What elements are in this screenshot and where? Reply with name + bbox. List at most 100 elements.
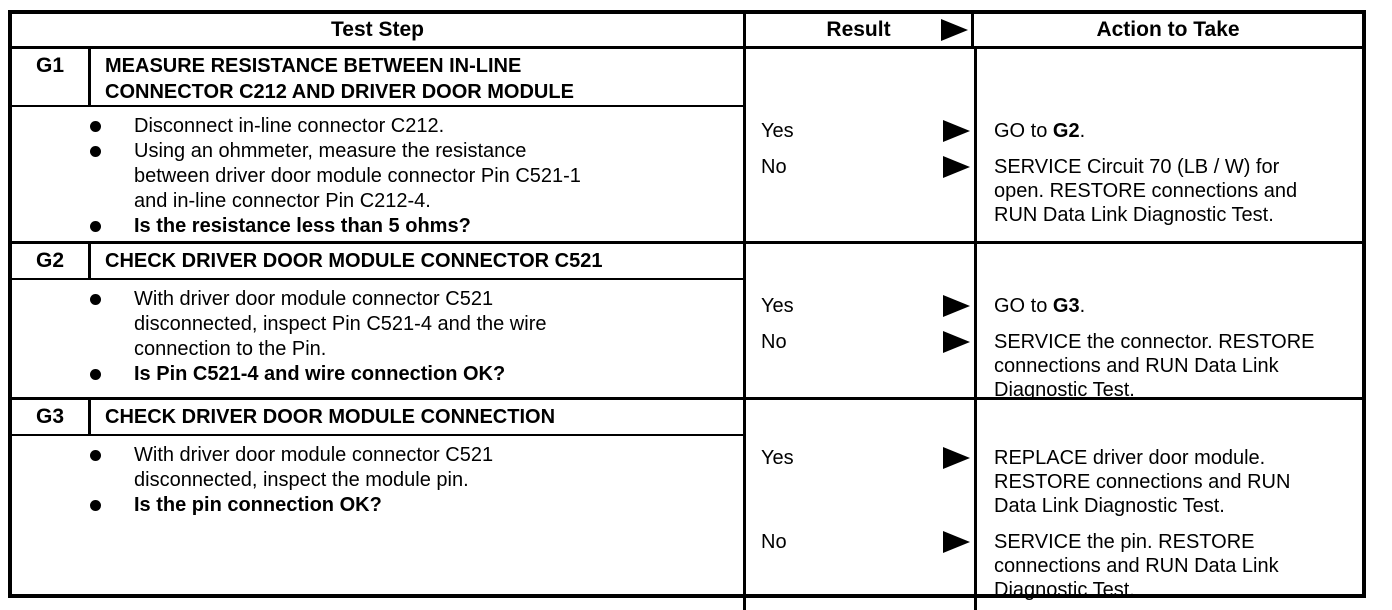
result-answer: No — [761, 531, 787, 553]
text-line: Is the resistance less than 5 ohms? — [134, 215, 471, 237]
bullet-item: Is Pin C521-4 and wire connection OK? — [12, 362, 743, 387]
text-line: GO to G3. — [994, 294, 1360, 318]
column-divider — [974, 49, 977, 241]
result-action-cell: Yes GO to G3. No SERVICE the connector. … — [746, 244, 1362, 401]
step-id: G1 — [12, 49, 91, 105]
step-id: G3 — [12, 400, 91, 434]
text-line: With driver door module connector C521 — [134, 288, 494, 310]
result-arrow-icon — [943, 447, 970, 469]
action-cell: SERVICE Circuit 70 (LB / W) for open. RE… — [974, 155, 1362, 227]
action-step-ref: G2 — [1052, 120, 1080, 142]
text-line: SERVICE the pin. RESTORE — [994, 531, 1255, 553]
bullet-icon — [90, 146, 101, 157]
result-answer: No — [761, 331, 787, 353]
text-line: Is the pin connection OK? — [134, 494, 382, 516]
result-arrow-icon — [943, 120, 970, 142]
result-cell: Yes — [746, 446, 974, 518]
result-action-cell: Yes REPLACE driver door module. RESTORE … — [746, 400, 1362, 610]
bullet-icon — [90, 121, 101, 132]
text-line: REPLACE driver door module. — [994, 447, 1266, 469]
test-step-block-g3: G3 CHECK DRIVER DOOR MODULE CONNECTION W… — [12, 400, 1362, 610]
bullet-item: With driver door module connector C521 d… — [12, 443, 743, 493]
action-cell: GO to G3. — [974, 294, 1362, 318]
text-line: CONNECTOR C212 AND DRIVER DOOR MODULE — [105, 81, 574, 103]
text-line: Diagnostic Test. — [994, 379, 1135, 401]
bullet-icon — [90, 450, 101, 461]
text-line: RESTORE connections and RUN — [994, 471, 1291, 493]
text-line: Data Link Diagnostic Test. — [994, 495, 1225, 517]
outcome-row: No SERVICE the connector. RESTORE connec… — [746, 330, 1362, 402]
result-cell: Yes — [746, 119, 974, 143]
bullet-icon — [90, 294, 101, 305]
text-line: disconnected, inspect Pin C521-4 and the… — [134, 313, 547, 335]
result-arrow-icon — [943, 331, 970, 353]
text-line: disconnected, inspect the module pin. — [134, 469, 469, 491]
outcome-row: No SERVICE the pin. RESTORE connections … — [746, 530, 1362, 602]
bullet-item: Is the resistance less than 5 ohms? — [12, 214, 743, 239]
test-step-cell: G2 CHECK DRIVER DOOR MODULE CONNECTOR C5… — [12, 244, 746, 397]
bullet-question: Is the pin connection OK? — [101, 493, 382, 518]
step-title: CHECK DRIVER DOOR MODULE CONNECTION — [91, 400, 563, 434]
bullet-text: Disconnect in-line connector C212. — [101, 114, 444, 139]
text-line: connections and RUN Data Link — [994, 555, 1279, 577]
result-cell: No — [746, 330, 974, 402]
text-line: With driver door module connector C521 — [134, 444, 494, 466]
bullet-text: With driver door module connector C521 d… — [101, 287, 546, 362]
result-arrow-icon — [943, 531, 970, 553]
text-line: open. RESTORE connections and — [994, 180, 1298, 202]
text-line: Is Pin C521-4 and wire connection OK? — [134, 363, 506, 385]
result-cell: No — [746, 155, 974, 227]
bullet-question: Is Pin C521-4 and wire connection OK? — [101, 362, 505, 387]
table-header-row: Test Step Result Action to Take — [12, 14, 1362, 49]
bullet-question: Is the resistance less than 5 ohms? — [101, 214, 471, 239]
text-line: Diagnostic Test. — [994, 579, 1135, 601]
step-instructions: With driver door module connector C521 d… — [12, 280, 743, 387]
result-cell: No — [746, 530, 974, 602]
column-divider — [974, 244, 977, 397]
result-answer: No — [761, 156, 787, 178]
text-line: RUN Data Link Diagnostic Test. — [994, 204, 1274, 226]
result-cell: Yes — [746, 294, 974, 318]
step-title: MEASURE RESISTANCE BETWEEN IN-LINE CONNE… — [91, 49, 582, 105]
bullet-icon — [90, 500, 101, 511]
header-result: Result — [746, 14, 974, 46]
column-divider — [974, 400, 977, 610]
step-title: CHECK DRIVER DOOR MODULE CONNECTOR C521 — [91, 244, 610, 278]
bullet-icon — [90, 221, 101, 232]
text-line: connection to the Pin. — [134, 338, 327, 360]
test-step-cell: G3 CHECK DRIVER DOOR MODULE CONNECTION W… — [12, 400, 746, 610]
text-line: Disconnect in-line connector C212. — [134, 115, 445, 137]
result-answer: Yes — [761, 295, 794, 317]
header-result-label: Result — [826, 18, 891, 41]
result-answer: Yes — [761, 447, 794, 469]
text-line: GO to G2. — [994, 119, 1360, 143]
action-cell: SERVICE the pin. RESTORE connections and… — [974, 530, 1362, 602]
text-line: and in-line connector Pin C212-4. — [134, 190, 431, 212]
text-line: SERVICE Circuit 70 (LB / W) for — [994, 156, 1280, 178]
bullet-item: With driver door module connector C521 d… — [12, 287, 743, 362]
text-line: connections and RUN Data Link — [994, 355, 1279, 377]
test-step-cell: G1 MEASURE RESISTANCE BETWEEN IN-LINE CO… — [12, 49, 746, 241]
test-step-block-g2: G2 CHECK DRIVER DOOR MODULE CONNECTOR C5… — [12, 244, 1362, 401]
header-action-to-take: Action to Take — [1096, 18, 1240, 41]
action-step-ref: G3 — [1052, 295, 1080, 317]
action-cell: REPLACE driver door module. RESTORE conn… — [974, 446, 1362, 518]
header-test-step: Test Step — [12, 14, 746, 46]
bullet-item: Using an ohmmeter, measure the resistanc… — [12, 139, 743, 214]
outcome-row: Yes GO to G3. — [746, 294, 1362, 318]
bullet-item: Is the pin connection OK? — [12, 493, 743, 518]
step-instructions: With driver door module connector C521 d… — [12, 436, 743, 518]
result-arrow-icon — [941, 19, 968, 41]
result-answer: Yes — [761, 120, 794, 142]
action-text: GO to — [994, 120, 1053, 142]
outcome-row: Yes REPLACE driver door module. RESTORE … — [746, 446, 1362, 518]
text-line: MEASURE RESISTANCE BETWEEN IN-LINE — [105, 55, 522, 77]
step-title-row: G2 CHECK DRIVER DOOR MODULE CONNECTOR C5… — [12, 244, 743, 280]
text-line: Using an ohmmeter, measure the resistanc… — [134, 140, 527, 162]
result-arrow-icon — [943, 156, 970, 178]
step-title-row: G3 CHECK DRIVER DOOR MODULE CONNECTION — [12, 400, 743, 436]
text-line: between driver door module connector Pin… — [134, 165, 581, 187]
bullet-text: With driver door module connector C521 d… — [101, 443, 493, 493]
action-text: GO to — [994, 295, 1053, 317]
